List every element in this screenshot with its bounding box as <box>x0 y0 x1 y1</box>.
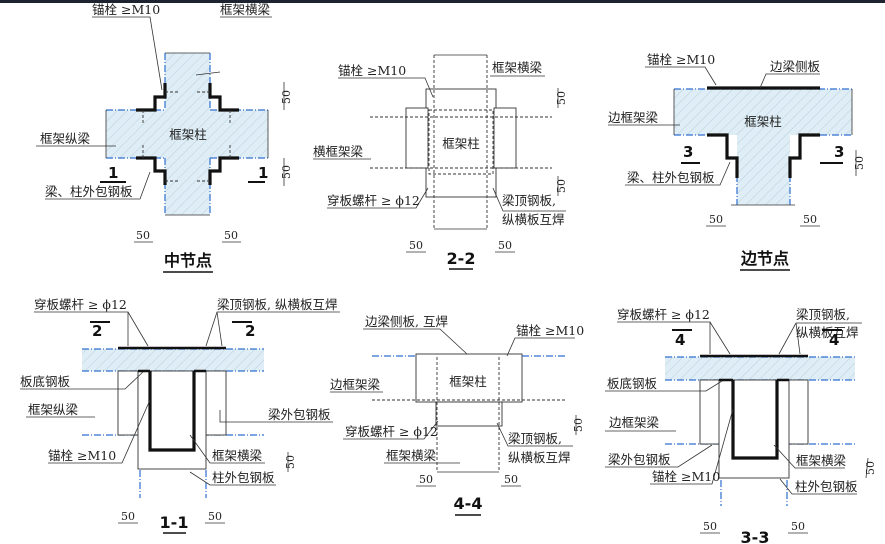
label-edge-beam-side-plate: 边梁侧板 <box>770 59 821 74</box>
label-anchor-bolt: 锚栓 ≥M10 <box>338 63 406 78</box>
dim-50: 50 <box>136 229 150 242</box>
dim-50: 50 <box>419 473 433 486</box>
edge-joint-drawing: 框架柱 锚栓 ≥M10 边梁侧板 边框架梁 梁、柱外包钢板 3 3 50 50 … <box>608 52 866 271</box>
dim-50: 50 <box>572 418 585 432</box>
label-edge-beam-side-plate-welded: 边梁侧板, 互焊 <box>365 314 448 329</box>
section-1-1-drawing: 穿板螺杆 ≥ ϕ12 梁顶钢板, 纵横板互焊 2 2 板底钢板 框架纵梁 梁外包… <box>20 297 340 534</box>
label-frame-transverse-beam: 框架横梁 <box>796 453 847 468</box>
label-beam-top-plate-l1: 梁顶钢板, <box>502 193 556 208</box>
concrete-cross <box>106 53 268 215</box>
dim-50: 50 <box>504 473 518 486</box>
label-through-bolt: 穿板螺杆 ≥ ϕ12 <box>345 424 438 439</box>
dim-50: 50 <box>709 213 723 226</box>
section-mark-4-left: 4 <box>675 331 685 349</box>
section-mark-3-left: 3 <box>683 143 693 161</box>
label-beam-wrap-plate: 梁外包钢板 <box>268 407 331 422</box>
label-column-wrap-plate: 柱外包钢板 <box>795 479 858 494</box>
label-frame-column: 框架柱 <box>744 114 782 129</box>
label-beam-top-plate-l1: 梁顶钢板, <box>508 431 562 446</box>
title-section-4-4: 4-4 <box>454 494 483 513</box>
label-through-bolt: 穿板螺杆 ≥ ϕ12 <box>34 297 127 312</box>
dim-50: 50 <box>409 239 423 252</box>
section-4-4-drawing: 框架柱 边梁侧板, 互焊 锚栓 ≥M10 边框架梁 穿板螺杆 ≥ ϕ12 框架横… <box>330 314 585 516</box>
dim-50: 50 <box>280 90 293 104</box>
label-edge-frame-beam: 边框架梁 <box>330 377 381 392</box>
label-frame-longitudinal-beam: 框架纵梁 <box>40 131 91 146</box>
label-anchor-bolt: 锚栓 ≥M10 <box>92 2 160 17</box>
section-mark-1-left: 1 <box>108 164 118 182</box>
title-section-1-1: 1-1 <box>160 513 189 532</box>
label-anchor-bolt: 锚栓 ≥M10 <box>516 323 584 338</box>
label-frame-column: 框架柱 <box>442 136 480 151</box>
label-beam-top-plate-l2: 纵横板互焊 <box>502 212 565 227</box>
label-anchor-bolt: 锚栓 ≥M10 <box>652 469 720 484</box>
label-frame-transverse-beam: 框架横梁 <box>220 2 271 17</box>
dim-50: 50 <box>121 510 135 523</box>
title-section-3-3: 3-3 <box>741 528 770 544</box>
label-edge-frame-beam: 边框架梁 <box>608 110 659 125</box>
section-mark-3-right: 3 <box>834 143 844 161</box>
label-wrap-plate: 梁、柱外包钢板 <box>627 170 715 185</box>
dim-50: 50 <box>498 239 512 252</box>
middle-joint-drawing: 框架柱 锚栓 ≥M10 框架横梁 框架纵梁 梁、柱外包钢板 1 1 50 50 … <box>36 2 293 273</box>
dim-50: 50 <box>703 520 717 533</box>
dim-50: 50 <box>280 165 293 179</box>
section-mark-2-left: 2 <box>92 322 102 340</box>
label-wrap-plate: 梁、柱外包钢板 <box>45 184 133 199</box>
dim-50: 50 <box>208 510 222 523</box>
wrap-plate-tr <box>208 83 239 112</box>
label-frame-transverse-beam: 框架横梁 <box>212 448 263 463</box>
dim-50: 50 <box>864 461 877 475</box>
label-beam-top-plate-inline: 梁顶钢板, 纵横板互焊 <box>217 297 337 312</box>
section-mark-4-right: 4 <box>829 331 839 349</box>
label-frame-column: 框架柱 <box>449 374 487 389</box>
label-beam-wrap-plate: 梁外包钢板 <box>608 452 671 467</box>
label-through-bolt: 穿板螺杆 ≥ ϕ12 <box>327 193 420 208</box>
section-3-3-drawing: 穿板螺杆 ≥ ϕ12 梁顶钢板, 纵横板互焊 4 4 板底钢板 边框架梁 梁外包… <box>605 307 877 544</box>
label-anchor-bolt: 锚栓 ≥M10 <box>48 448 116 463</box>
title-edge-joint: 边节点 <box>740 249 789 268</box>
dim-50: 50 <box>555 91 568 105</box>
label-column-wrap-plate: 柱外包钢板 <box>212 470 275 485</box>
label-anchor-bolt: 锚栓 ≥M10 <box>647 52 715 67</box>
label-frame-longitudinal-beam: 框架纵梁 <box>28 402 79 417</box>
label-frame-transverse-beam: 框架横梁 <box>492 60 543 75</box>
wrap-plate-bl <box>136 156 167 185</box>
label-frame-transverse-beam: 框架横梁 <box>386 448 437 463</box>
wrap-plate-br <box>208 156 239 185</box>
label-slab-bottom-plate: 板底钢板 <box>20 374 71 389</box>
dim-50: 50 <box>853 156 866 170</box>
dim-50: 50 <box>791 520 805 533</box>
section-2-2-drawing: 框架柱 锚栓 ≥M10 框架横梁 横框架梁 穿板螺杆 ≥ ϕ12 梁顶钢板, 纵… <box>313 54 568 270</box>
dim-50: 50 <box>224 229 238 242</box>
label-through-bolt: 穿板螺杆 ≥ ϕ12 <box>617 307 710 322</box>
title-middle-joint: 中节点 <box>164 251 212 270</box>
dim-50: 50 <box>555 179 568 193</box>
label-slab-bottom-plate: 板底钢板 <box>607 376 658 391</box>
label-edge-frame-beam: 边框架梁 <box>609 415 660 430</box>
wrap-plate-tl <box>136 83 167 112</box>
dim-50: 50 <box>284 455 297 469</box>
dim-50: 50 <box>803 213 817 226</box>
label-transverse-frame-beam: 横框架梁 <box>313 144 364 159</box>
section-mark-2-right: 2 <box>245 322 255 340</box>
label-beam-top-plate-l2: 纵横板互焊 <box>796 325 859 340</box>
title-section-2-2: 2-2 <box>447 249 476 268</box>
section-mark-1-right: 1 <box>258 164 268 182</box>
label-beam-top-plate-l1: 梁顶钢板, <box>796 307 850 322</box>
top-border <box>0 0 885 3</box>
label-frame-column: 框架柱 <box>169 127 207 142</box>
label-beam-top-plate-l2: 纵横板互焊 <box>508 450 571 465</box>
